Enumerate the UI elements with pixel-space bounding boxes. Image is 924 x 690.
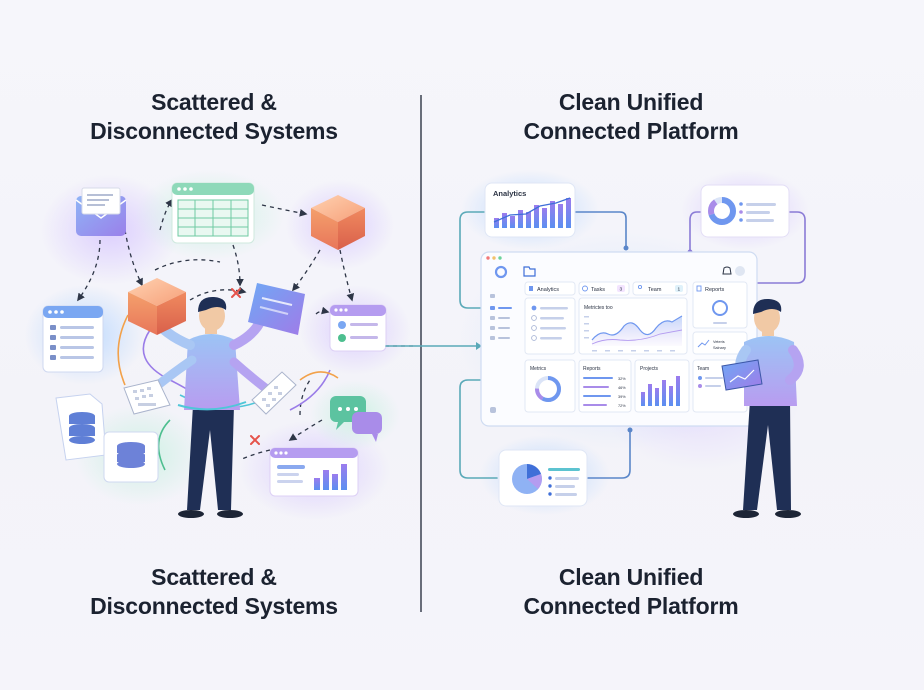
projects-panel: Projects <box>634 359 690 413</box>
panel-metrics-title: Metrics <box>530 366 547 372</box>
keyboard-icon-right <box>251 371 297 415</box>
tab-analytics: Analytics <box>537 287 559 293</box>
metrics-line-chart: Metrictes too <box>578 297 688 355</box>
chart-window-icon <box>269 447 359 497</box>
envelope-icon <box>75 187 127 236</box>
side-stats-panel: Veteris Salnary <box>692 331 748 355</box>
chart-title: Metrictes too <box>584 305 613 311</box>
person-juggling-illustration <box>145 296 273 518</box>
chat-bubbles-icon <box>330 396 382 442</box>
tab-tasks-badge: 3 <box>620 287 623 293</box>
right-title-bottom: Clean Unified Connected Platform <box>441 563 821 621</box>
reports-panel: Reports 32% 46% 39% 72% <box>578 359 632 413</box>
left-title-bottom: Scattered & Disconnected Systems <box>24 563 404 621</box>
document-icon <box>55 393 107 461</box>
right-title-top-line1: Clean Unified <box>558 89 704 115</box>
folder-icon <box>523 266 536 277</box>
pie-card <box>498 449 588 507</box>
report-pct-1: 32% <box>618 377 626 381</box>
right-title-bottom-line1: Clean Unified <box>558 564 704 590</box>
report-pct-3: 39% <box>618 395 626 399</box>
left-title-top-line2: Disconnected Systems <box>90 118 338 144</box>
report-pct-2: 46% <box>618 386 626 390</box>
person-with-tablet-illustration <box>721 298 804 518</box>
left-title-bottom-line2: Disconnected Systems <box>90 593 338 619</box>
dashboard-sidebar <box>490 294 512 413</box>
dashboard-window: Analytics Tasks 3 Team 1 Reports <box>480 251 758 427</box>
donut-card <box>700 184 790 238</box>
logo-icon <box>494 265 508 279</box>
metrics-panel: Metrics <box>524 359 576 413</box>
right-title-bottom-line2: Connected Platform <box>523 593 739 619</box>
side-label-1: Veteris <box>713 340 725 344</box>
analytics-card: Analytics <box>484 182 576 238</box>
bell-icon <box>722 266 732 275</box>
right-title-top-line2: Connected Platform <box>523 118 739 144</box>
avatar <box>735 266 745 276</box>
task-list-panel <box>524 297 576 355</box>
right-unified-illustration: Analytics <box>385 170 810 518</box>
panel-team-title: Team <box>697 366 709 372</box>
left-title-top: Scattered & Disconnected Systems <box>24 88 404 146</box>
cube-icon-center <box>128 278 186 335</box>
tab-reports: Reports <box>705 287 725 293</box>
left-title-bottom-line1: Scattered & <box>151 564 277 590</box>
profile-window-icon <box>329 304 387 352</box>
panel-projects-title: Projects <box>640 366 659 372</box>
database-icon <box>103 431 159 483</box>
right-title-top: Clean Unified Connected Platform <box>441 88 821 146</box>
tab-tasks: Tasks <box>591 287 605 293</box>
panel-reports-title: Reports <box>583 366 601 372</box>
tab-team: Team <box>648 287 662 293</box>
spreadsheet-icon <box>171 182 255 244</box>
left-title-top-line1: Scattered & <box>151 89 277 115</box>
left-scattered-illustration <box>25 170 415 520</box>
keyboard-icon <box>123 379 171 415</box>
tablet-screen-icon <box>248 283 305 335</box>
analytics-card-title: Analytics <box>493 189 526 198</box>
list-window-icon <box>42 305 104 373</box>
tab-team-badge: 1 <box>678 287 681 293</box>
dashboard-tabs: Analytics Tasks 3 Team 1 Reports <box>524 281 748 329</box>
report-pct-4: 72% <box>618 404 626 408</box>
cube-icon <box>311 195 365 250</box>
side-label-2: Salnary <box>713 346 726 350</box>
